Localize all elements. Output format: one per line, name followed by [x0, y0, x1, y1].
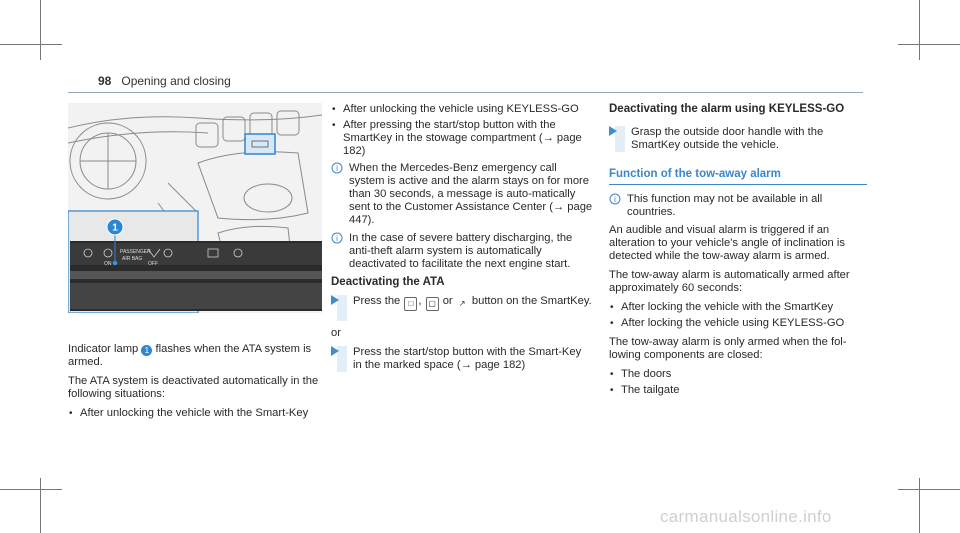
panel-label-passenger: PASSENGER	[120, 249, 151, 255]
paragraph: The tow-away alarm is automatically arme…	[609, 269, 850, 294]
paragraph: The ATA system is deactivated automatica…	[68, 375, 319, 400]
paragraph: Indicator lamp 1 flashes when the ATA sy…	[68, 343, 324, 369]
column-left: Indicator lamp 1 flashes when the ATA sy…	[68, 343, 324, 423]
paragraph: An audible and visual alarm is triggered…	[609, 224, 845, 262]
action-step: Grasp the outside door handle with the S…	[609, 126, 867, 152]
text: button on the SmartKey.	[471, 295, 592, 307]
list-item: The tailgate	[609, 384, 867, 397]
text: or	[442, 295, 453, 307]
info-icon: i	[609, 193, 621, 205]
callout-marker	[106, 218, 124, 236]
list-item: After pressing the start/stop button wit…	[331, 119, 593, 158]
callout-number: 1	[112, 223, 118, 234]
crop-mark	[40, 478, 41, 533]
crop-mark	[0, 489, 62, 490]
paragraph: The tow-away alarm is only armed when th…	[609, 336, 847, 361]
crop-mark	[919, 478, 920, 533]
text: Press the start/stop button with the Sma…	[353, 346, 582, 371]
column-right: Deactivating the alarm using KEYLESS-GO …	[609, 103, 867, 400]
panel-label-on: ON	[104, 261, 112, 267]
note: i This function may not be available in …	[609, 193, 867, 219]
arrow-icon	[331, 346, 339, 356]
chapter-title: Opening and closing	[121, 74, 231, 88]
action-step: Press the start/stop button with the Sma…	[331, 346, 593, 372]
panel-label-off: OFF	[148, 261, 158, 267]
column-middle: After unlocking the vehicle using KEYLES…	[331, 103, 593, 378]
note: i In the case of severe battery discharg…	[331, 232, 593, 271]
page-header: 98 Opening and closing	[98, 74, 231, 88]
action-step: Press the □, ▢ or ↗ button on the SmartK…	[331, 295, 593, 321]
or-label: or	[331, 327, 341, 339]
svg-text:i: i	[336, 234, 338, 243]
note-text: This function may not be available in al…	[627, 193, 823, 218]
text: Indicator lamp	[68, 343, 139, 355]
watermark: carmanualsonline.info	[660, 507, 832, 526]
crop-mark	[0, 44, 62, 45]
callout-badge: 1	[141, 345, 153, 356]
figure-illustration: ON PASSENGER AIR BAG OFF 1	[68, 103, 322, 313]
lock-key-icon: ▢	[425, 297, 439, 311]
panel-label-airbag: AIR BAG	[122, 256, 142, 262]
list-item: After unlocking the vehicle with the Sma…	[68, 407, 324, 420]
note-text: When the Mercedes-Benz emergency call sy…	[349, 162, 593, 226]
text: ,	[418, 295, 422, 307]
list-item: After locking the vehicle using KEYLESS-…	[609, 317, 867, 330]
page-number: 98	[98, 74, 112, 88]
list-item: After locking the vehicle with the Smart…	[609, 301, 867, 314]
info-icon: i	[331, 162, 343, 174]
crop-mark	[40, 0, 41, 60]
unlock-key-icon: □	[404, 297, 418, 311]
svg-text:i: i	[614, 195, 616, 204]
section-heading: Deactivating the ATA	[331, 276, 445, 288]
text: Grasp the outside door handle with the S…	[631, 126, 824, 151]
trunk-key-icon: ↗	[458, 299, 466, 308]
note: i When the Mercedes-Benz emergency call …	[331, 162, 593, 227]
crop-mark	[898, 489, 960, 490]
section-heading: Function of the tow-away alarm	[609, 168, 781, 180]
list-item: After unlocking the vehicle using KEYLES…	[331, 103, 593, 116]
section-heading: Deactivating the alarm using KEYLESS-GO	[609, 103, 845, 115]
note-text: In the case of severe battery dischargin…	[349, 232, 573, 270]
header-rule	[68, 92, 863, 93]
crop-mark	[919, 0, 920, 60]
crop-mark	[898, 44, 960, 45]
arrow-icon	[609, 126, 617, 136]
svg-text:i: i	[336, 164, 338, 173]
text: Press the	[353, 295, 401, 307]
arrow-icon	[331, 295, 339, 305]
info-icon: i	[331, 232, 343, 244]
text: flashes when the ATA system is armed.	[68, 343, 312, 368]
highlight-zone	[244, 133, 276, 155]
heading-rule	[609, 184, 867, 185]
dashboard-illustration: ON PASSENGER AIR BAG OFF 1	[68, 103, 322, 313]
list-item: The doors	[609, 368, 867, 381]
